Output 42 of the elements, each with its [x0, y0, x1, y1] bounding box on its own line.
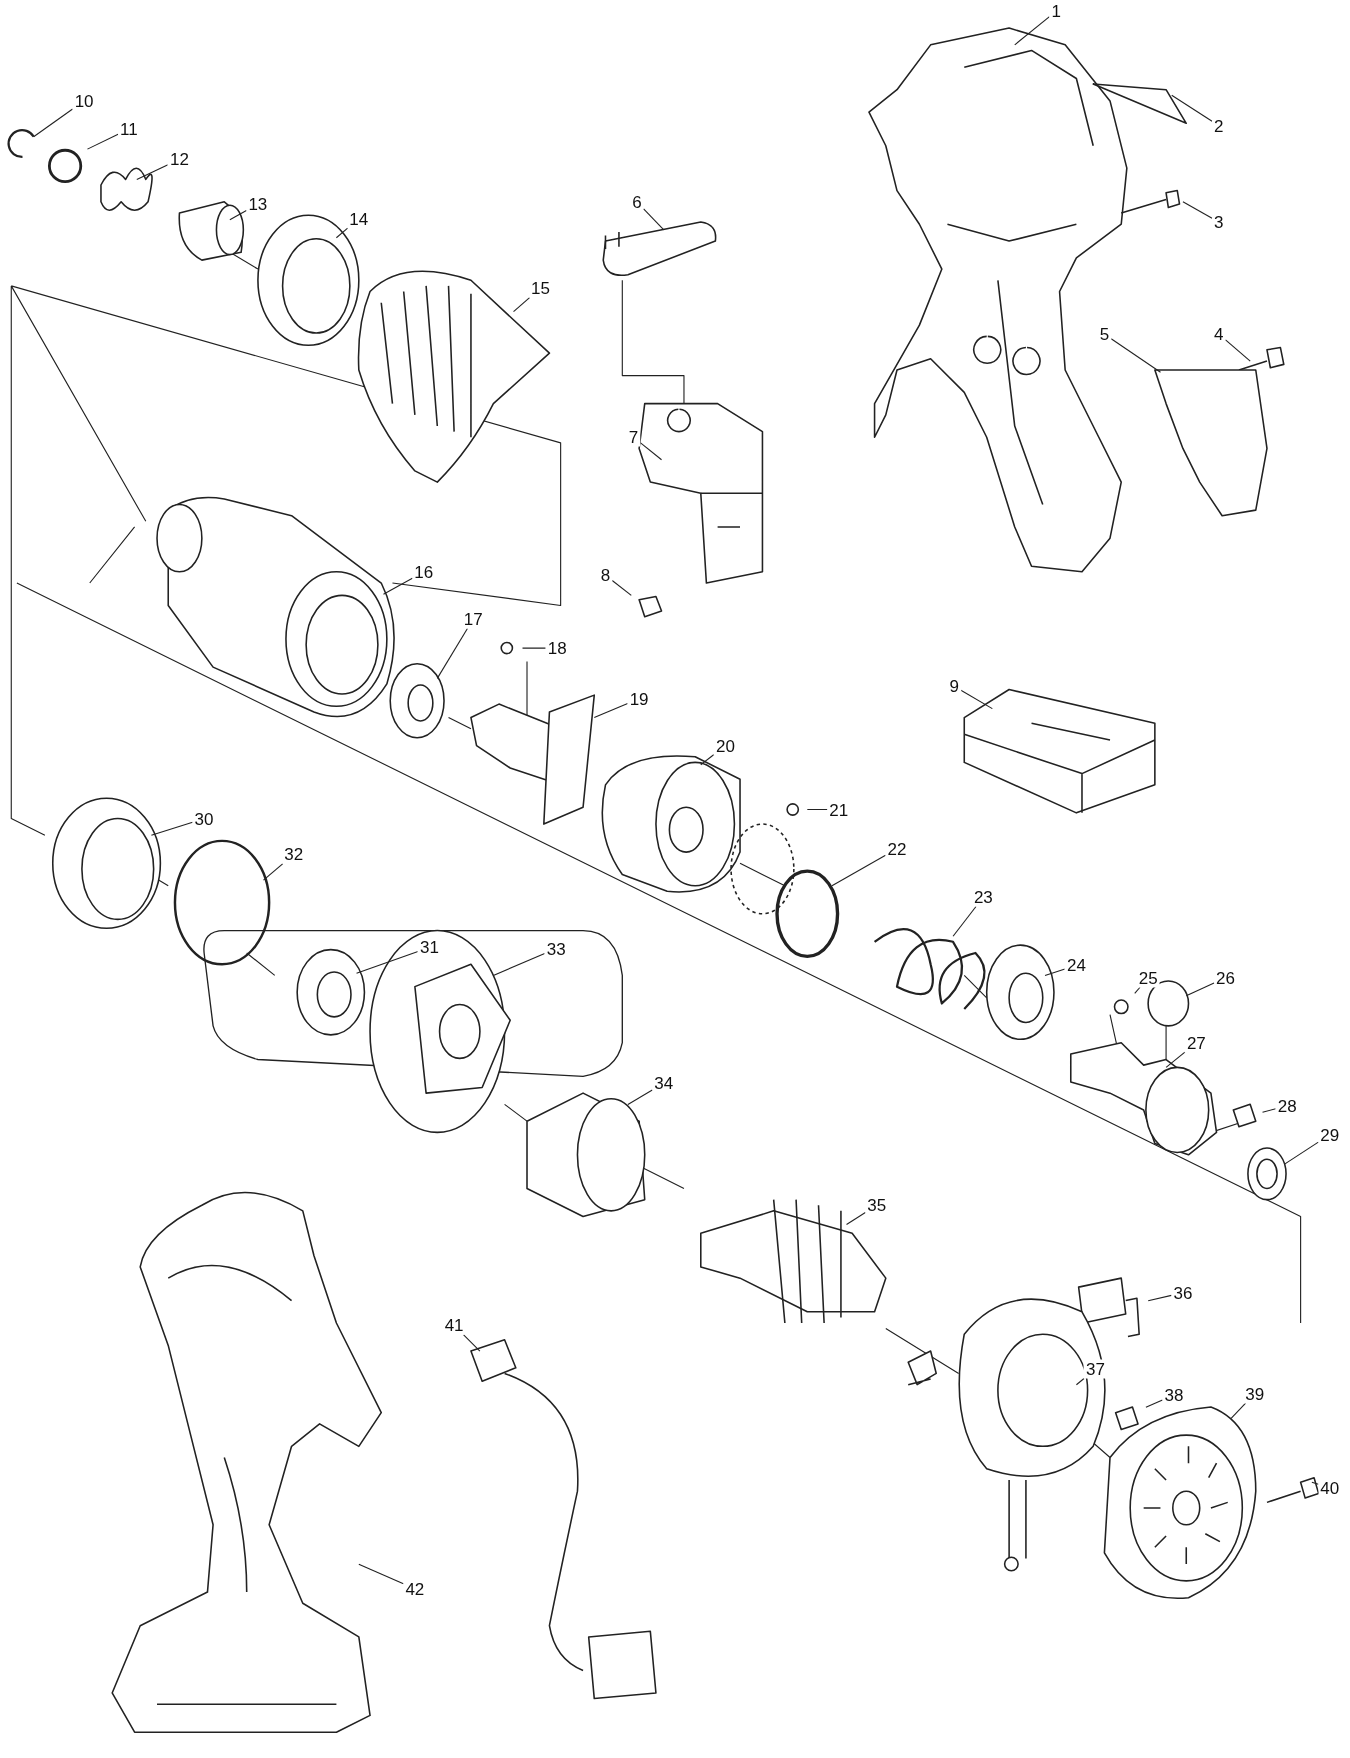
leader-line — [593, 702, 629, 719]
leader-line — [1230, 1402, 1247, 1419]
leader-line — [643, 208, 665, 231]
leader-line — [1185, 982, 1215, 997]
leader-line — [521, 647, 547, 649]
leader-line — [831, 854, 887, 887]
leader-line — [1171, 94, 1213, 122]
leader-line — [1284, 1141, 1319, 1165]
leader-line — [513, 297, 531, 313]
leader-line — [1110, 338, 1162, 373]
leader-line — [1147, 1294, 1172, 1302]
leader-line — [627, 1089, 653, 1105]
leader-line — [335, 227, 349, 239]
leader-line — [1145, 1399, 1164, 1408]
leader-line — [150, 821, 194, 836]
leader-line — [846, 1212, 866, 1225]
leader-line — [1044, 968, 1066, 977]
leader-line — [358, 1563, 404, 1585]
leader-line — [700, 753, 715, 766]
leader-line — [806, 809, 828, 811]
leader-line — [356, 950, 419, 974]
leader-line — [1262, 1108, 1277, 1113]
leader-line — [33, 108, 74, 138]
leader-line — [1225, 339, 1251, 362]
leader-line — [229, 209, 247, 221]
leader-line — [960, 689, 993, 710]
leader-line — [1075, 1377, 1085, 1386]
leader-line — [611, 579, 632, 596]
leader-line — [639, 442, 663, 461]
leader-line — [262, 863, 284, 881]
leader-line — [463, 1334, 481, 1352]
leader-line — [1182, 201, 1213, 219]
leader-line — [136, 164, 169, 180]
leader-line — [1014, 16, 1051, 46]
leader-line — [1311, 1481, 1319, 1485]
leader-line — [86, 133, 119, 150]
leader-line — [436, 627, 468, 679]
leader-line — [952, 905, 977, 937]
leader-line — [382, 577, 413, 595]
leader-line — [1165, 1051, 1186, 1068]
callout-number: 37 — [1084, 1359, 1107, 1379]
leader-line — [492, 952, 546, 977]
